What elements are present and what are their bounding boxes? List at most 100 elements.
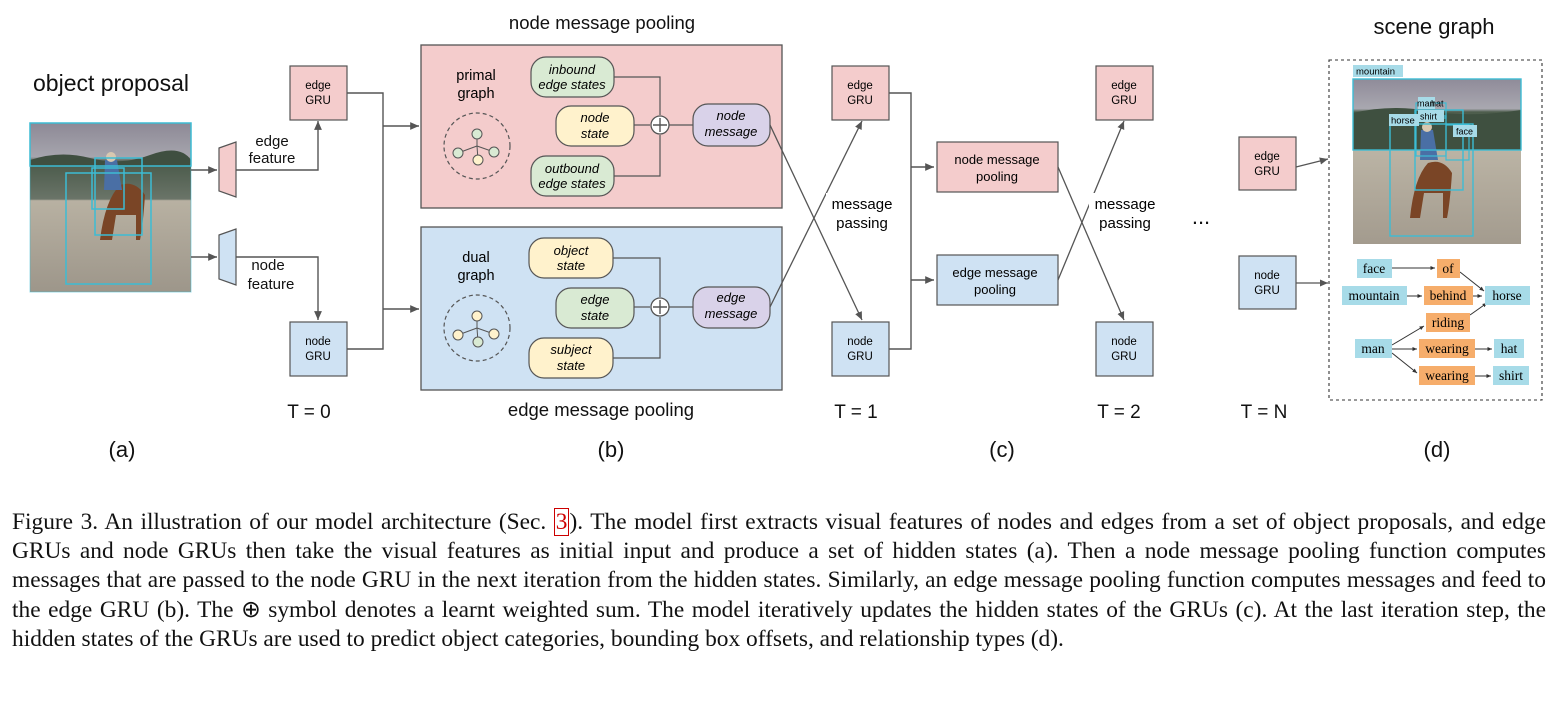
edge-feature-extractor [218, 141, 237, 198]
message-passing-label-1a: message [832, 196, 893, 213]
tn-label: T = N [1241, 402, 1288, 423]
svg-text:node: node [717, 108, 746, 123]
svg-text:edge: edge [717, 290, 746, 305]
inbound-edge-states: inbound edge states [530, 56, 615, 98]
dual-graph-icon [443, 294, 511, 362]
edge-message-pooling-c: edge message pooling [936, 254, 1059, 306]
svg-text:node: node [1254, 270, 1280, 282]
panel-a-label: (a) [109, 437, 136, 462]
svg-text:edge: edge [847, 80, 873, 92]
edge-feature-label-1: edge [255, 133, 288, 150]
caption-text-1: Figure 3. An illustration of our model a… [12, 509, 554, 535]
sg-hat: hat [1501, 341, 1518, 356]
node-message: node message [692, 103, 771, 147]
sg-horse: horse [1492, 288, 1521, 303]
t1-label: T = 1 [834, 402, 877, 423]
object-proposal-image [29, 122, 192, 293]
svg-text:node: node [847, 336, 873, 348]
svg-text:GRU: GRU [305, 351, 331, 363]
sg-riding: riding [1432, 315, 1464, 330]
svg-text:edge states: edge states [538, 77, 606, 92]
svg-text:GRU: GRU [1254, 285, 1280, 297]
svg-text:inbound: inbound [549, 62, 596, 77]
svg-text:GRU: GRU [847, 95, 873, 107]
svg-text:pooling: pooling [976, 169, 1018, 184]
primal-graph-label-1: primal [456, 68, 495, 84]
svg-text:pooling: pooling [974, 282, 1016, 297]
node-message-pooling-c: node message pooling [936, 141, 1059, 193]
panel-d-label: (d) [1424, 437, 1451, 462]
edge-message: edge message [692, 286, 771, 329]
svg-text:object: object [554, 243, 590, 258]
node-feature-extractor [218, 228, 237, 286]
sg-wearing-2: wearing [1425, 368, 1469, 383]
svg-text:edge: edge [581, 292, 610, 307]
svg-text:state: state [557, 358, 585, 373]
panel-b-label: (b) [598, 437, 625, 462]
node-message-pooling-title: node message pooling [509, 12, 695, 33]
svg-text:state: state [581, 126, 609, 141]
svg-text:state: state [557, 258, 585, 273]
svg-text:message: message [705, 124, 758, 139]
message-passing-label-1b: passing [836, 215, 888, 232]
svg-text:edge message: edge message [952, 265, 1037, 280]
sg-shirt: shirt [1499, 368, 1523, 383]
node-state: node state [555, 105, 635, 147]
scene-graph-frame [1328, 59, 1543, 401]
svg-text:subject: subject [550, 342, 593, 357]
svg-text:shirt: shirt [1420, 112, 1438, 122]
svg-text:mountain: mountain [1356, 67, 1395, 78]
svg-text:node message: node message [954, 152, 1039, 167]
node-feature-label-1: node [251, 257, 284, 274]
sg-wearing-1: wearing [1425, 341, 1469, 356]
dual-graph-label-1: dual [462, 250, 489, 266]
scene-graph-title: scene graph [1373, 14, 1494, 39]
edge-feature-label-2: feature [249, 150, 296, 167]
node-gru-t1: node GRU [831, 321, 890, 377]
scene-graph-relations: face mountain horse man hat shirt of beh… [1342, 259, 1530, 385]
object-proposal-label: object proposal [33, 70, 189, 96]
node-gru-tn: node GRU [1238, 255, 1297, 310]
primal-graph-label-2: graph [457, 86, 494, 102]
panel-c-label: (c) [989, 437, 1015, 462]
svg-text:state: state [581, 308, 609, 323]
object-state: object state [528, 237, 614, 279]
svg-text:message: message [705, 306, 758, 321]
svg-text:GRU: GRU [1111, 351, 1137, 363]
edge-message-pooling-title: edge message pooling [508, 399, 694, 420]
architecture-figure: object proposal edge feature node featur… [29, 12, 1543, 462]
svg-text:node: node [1111, 336, 1137, 348]
ellipsis: ... [1192, 204, 1210, 229]
edge-gru-t1: edge GRU [831, 65, 890, 121]
svg-text:hat: hat [1431, 99, 1444, 109]
subject-state: subject state [528, 337, 614, 379]
svg-text:GRU: GRU [1111, 95, 1137, 107]
figure-caption: Figure 3. An illustration of our model a… [12, 508, 1546, 654]
edge-state: edge state [555, 287, 635, 329]
caption-text-2: ). The model first extracts visual featu… [12, 509, 1547, 652]
svg-text:GRU: GRU [305, 95, 331, 107]
sg-behind: behind [1430, 288, 1467, 303]
svg-text:horse: horse [1391, 116, 1415, 127]
scene-image: mountain hat man shirt horse face [1352, 65, 1522, 244]
svg-text:edge states: edge states [538, 176, 606, 191]
node-feature-label-2: feature [248, 276, 295, 293]
dual-graph-label-2: graph [457, 268, 494, 284]
svg-text:face: face [1456, 127, 1473, 137]
message-passing-label-2b: passing [1099, 215, 1151, 232]
outbound-edge-states: outbound edge states [530, 155, 615, 197]
section-ref-link[interactable]: 3 [553, 508, 570, 536]
sg-of: of [1442, 261, 1454, 276]
svg-text:node: node [305, 336, 331, 348]
edge-gru-t2: edge GRU [1095, 65, 1154, 121]
svg-text:node: node [581, 110, 610, 125]
svg-text:edge: edge [1254, 151, 1280, 163]
node-gru-t2: node GRU [1095, 321, 1154, 377]
svg-text:GRU: GRU [847, 351, 873, 363]
sg-mountain: mountain [1349, 288, 1400, 303]
primal-graph-icon [443, 112, 511, 180]
node-gru-t0: node GRU [289, 321, 348, 377]
weighted-sum-edge-icon [650, 297, 670, 317]
svg-text:edge: edge [305, 80, 331, 92]
svg-text:edge: edge [1111, 80, 1137, 92]
